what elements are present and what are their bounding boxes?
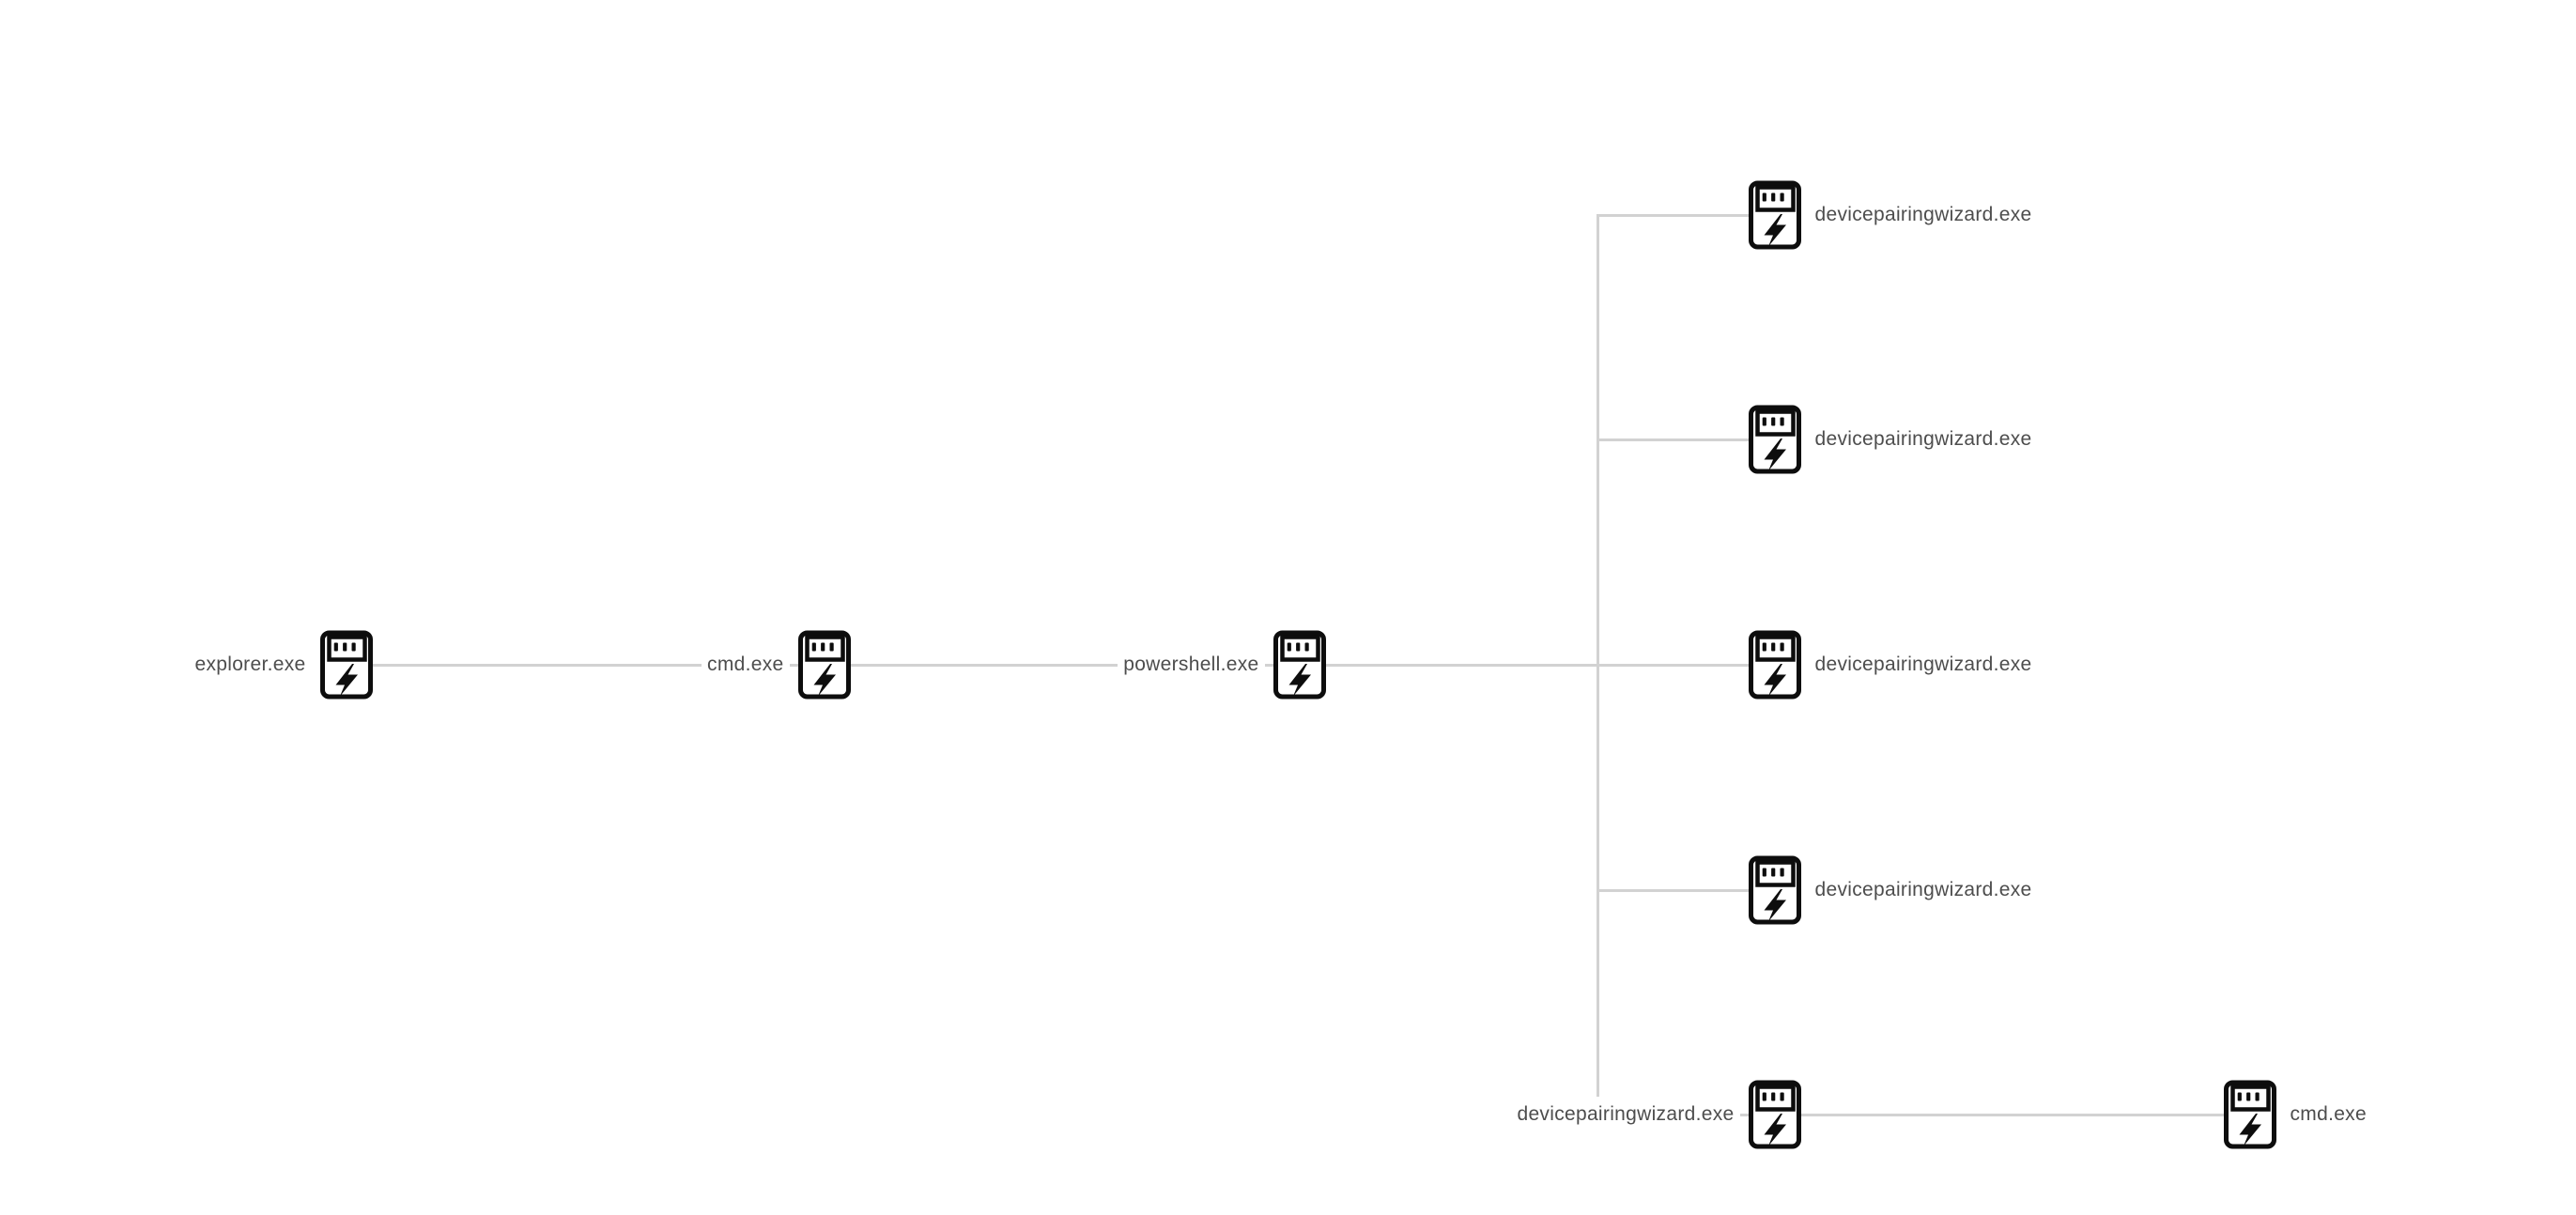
edge-line	[1597, 438, 1775, 441]
process-label-dpw-3[interactable]: devicepairingwizard.exe	[1814, 653, 2032, 677]
edge-line	[1300, 663, 1597, 667]
process-label-cmd-parent[interactable]: cmd.exe	[707, 653, 784, 677]
process-label-powershell[interactable]: powershell.exe	[1123, 653, 1259, 677]
process-label-dpw-2[interactable]: devicepairingwizard.exe	[1814, 427, 2032, 452]
process-icon-powershell[interactable]	[1273, 630, 1327, 700]
edge-line	[1597, 888, 1775, 892]
process-icon-dpw-5[interactable]	[1749, 1080, 1802, 1149]
process-label-explorer[interactable]: explorer.exe	[194, 653, 306, 677]
process-icon-explorer[interactable]	[320, 630, 374, 700]
edge-line	[1596, 438, 1599, 667]
process-icon-dpw-4[interactable]	[1749, 855, 1802, 925]
process-icon-cmd-parent[interactable]	[798, 630, 852, 700]
process-label-dpw-1[interactable]: devicepairingwizard.exe	[1814, 203, 2032, 227]
process-label-dpw-4[interactable]: devicepairingwizard.exe	[1814, 878, 2032, 902]
process-icon-dpw-3[interactable]	[1749, 630, 1802, 700]
process-label-dpw-5[interactable]: devicepairingwizard.exe	[1517, 1102, 1735, 1127]
edge-line	[1775, 1113, 2250, 1116]
edge-line	[347, 663, 825, 667]
edge-line	[1596, 663, 1599, 1116]
edge-line	[825, 663, 1300, 667]
process-icon-dpw-2[interactable]	[1749, 405, 1802, 474]
edge-line	[1597, 213, 1775, 217]
process-label-cmd-child[interactable]: cmd.exe	[2290, 1102, 2367, 1127]
process-icon-dpw-1[interactable]	[1749, 180, 1802, 250]
process-icon-cmd-child[interactable]	[2224, 1080, 2277, 1149]
